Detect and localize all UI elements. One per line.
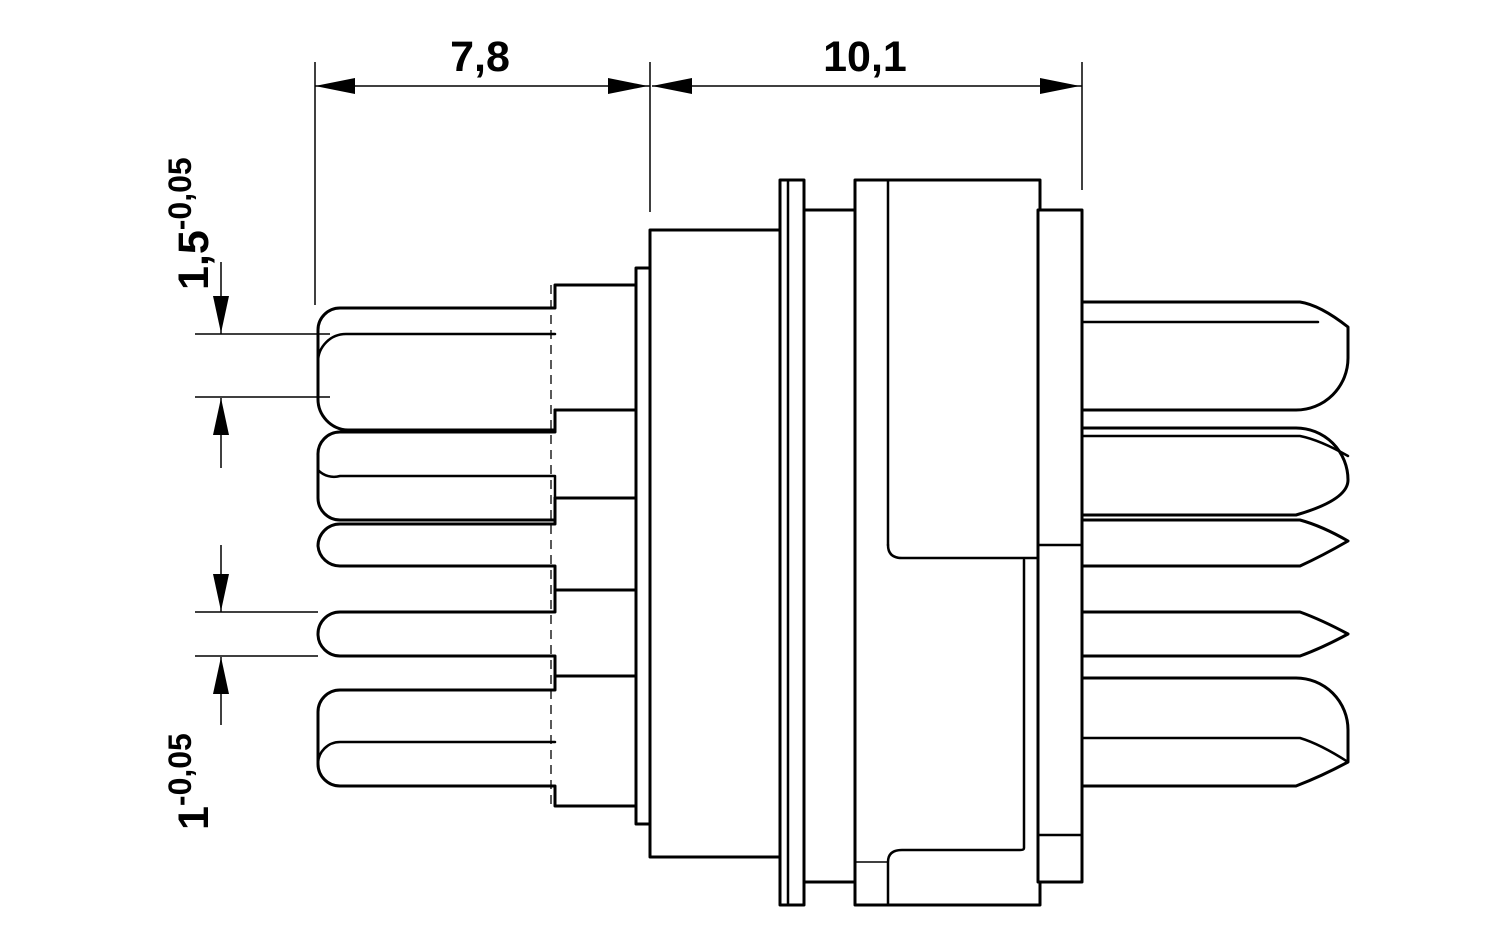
dimension-label-1: 1-0,05 (162, 733, 218, 830)
dimension-pin-diameter-large: 1,5-0,05 (162, 157, 330, 468)
left-pins (316, 283, 642, 808)
right-pin-4 (1080, 610, 1350, 658)
left-pin-1 (316, 283, 642, 432)
right-pin-3 (1080, 518, 1350, 568)
right-pin-2 (1080, 426, 1350, 517)
housing-neck (802, 208, 858, 884)
dimension-left-pin-length: 7,8 (314, 33, 651, 305)
dimension-pin-diameter-small: 1-0,05 (162, 545, 318, 830)
dimension-label-10-1: 10,1 (823, 33, 907, 81)
left-pin-4 (316, 588, 642, 678)
connector-housing (634, 178, 1084, 907)
dimension-label-1-5: 1,5-0,05 (162, 157, 218, 290)
right-pin-5 (1080, 676, 1350, 788)
housing-front-body (648, 228, 784, 859)
dimension-label-7-8: 7,8 (450, 33, 510, 81)
housing-rear-block (853, 178, 1042, 907)
left-pin-5 (316, 674, 642, 808)
housing-flange (778, 178, 806, 907)
right-pin-1 (1080, 300, 1350, 412)
dimension-housing-length: 10,1 (652, 33, 1083, 190)
right-pins (1080, 300, 1350, 788)
